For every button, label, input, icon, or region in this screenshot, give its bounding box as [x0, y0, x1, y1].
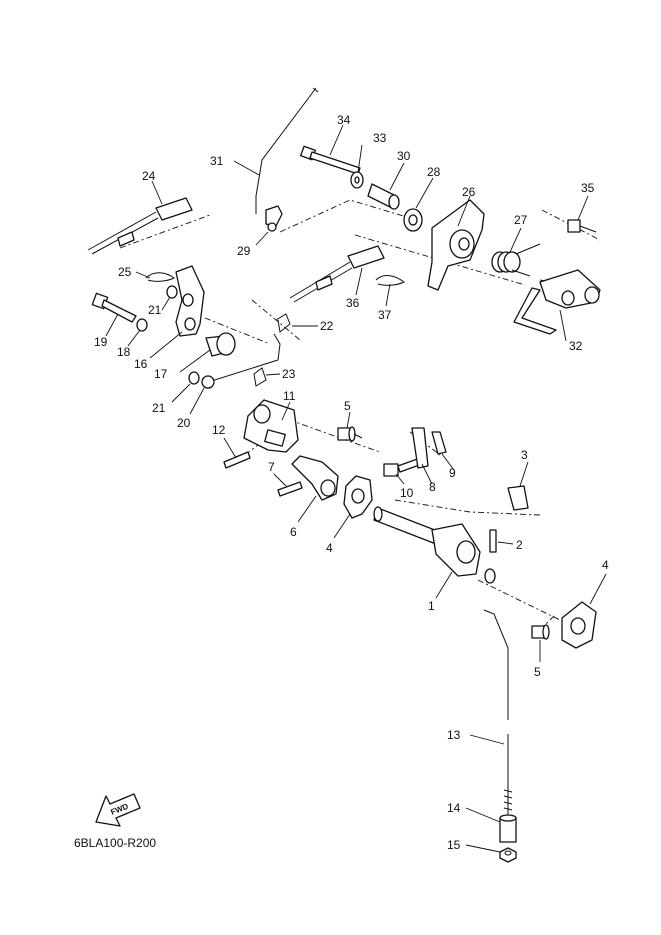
callout-35: 35 [581, 181, 595, 195]
callout-22: 22 [320, 319, 334, 333]
part-7-pin [273, 473, 303, 497]
callout-20: 20 [177, 416, 191, 430]
callout-27: 27 [514, 213, 528, 227]
callout-6: 6 [290, 525, 297, 539]
part-33-washer [350, 144, 364, 189]
part-8-plate [411, 427, 433, 485]
part-35-bolt [567, 195, 597, 233]
callout-7: 7 [268, 460, 275, 474]
callout-9: 9 [449, 466, 456, 480]
callout-31: 31 [210, 154, 224, 168]
part-32-bracket [513, 269, 601, 342]
part-34-bolt [300, 124, 361, 175]
part-28-bushing [403, 177, 434, 232]
part-27-spring [491, 227, 541, 277]
callout-25: 25 [118, 265, 132, 279]
callout-8: 8 [429, 480, 436, 494]
callout-3: 3 [521, 448, 528, 462]
callout-24: 24 [142, 169, 156, 183]
callout-23: 23 [282, 367, 296, 381]
callout-36: 36 [346, 296, 360, 310]
callout-15: 15 [447, 838, 461, 852]
callout-13: 13 [447, 728, 461, 742]
callout-labels: 34 33 30 31 28 24 26 35 27 29 25 21 36 3… [94, 113, 609, 852]
callout-5b: 5 [534, 665, 541, 679]
callout-30: 30 [397, 149, 411, 163]
callout-4a: 4 [326, 541, 333, 555]
callout-34: 34 [337, 113, 351, 127]
fwd-arrow-icon: FWD [95, 793, 141, 827]
callout-5a: 5 [344, 399, 351, 413]
part-12-pin [223, 437, 251, 469]
part-29-joint [255, 205, 283, 246]
callout-37: 37 [378, 308, 392, 322]
part-23-clip [253, 367, 281, 387]
part-9-plate [431, 431, 455, 471]
callout-14: 14 [447, 801, 461, 815]
callout-21b: 21 [152, 401, 166, 415]
callout-4b: 4 [602, 558, 609, 572]
callout-26: 26 [462, 185, 476, 199]
part-1-shift-shaft [373, 506, 496, 599]
callout-17: 17 [154, 367, 168, 381]
part-30-collar [367, 162, 405, 210]
part-4-lever-upper [333, 475, 373, 539]
part-37-clip [375, 275, 405, 307]
callout-28: 28 [427, 165, 441, 179]
part-5-bolt-lower [531, 624, 550, 662]
callout-12: 12 [212, 423, 226, 437]
callout-32: 32 [569, 339, 583, 353]
callout-2: 2 [516, 538, 523, 552]
callout-21a: 21 [148, 303, 162, 317]
part-13-shift-rod [469, 609, 513, 820]
part-21-washer-lower [171, 371, 200, 403]
callout-33: 33 [373, 131, 387, 145]
callout-1: 1 [428, 599, 435, 613]
part-20-link-rod [189, 333, 281, 415]
part-22-clip [275, 313, 318, 333]
part-17-collar [179, 332, 236, 373]
part-19-bolt [91, 292, 137, 337]
part-4-lever-right [561, 573, 607, 649]
part-21-washer-upper [161, 285, 178, 311]
callout-19: 19 [94, 335, 108, 349]
part-31-throttle-rod [233, 87, 319, 214]
drawing-code: 6BLA100-R200 [74, 836, 157, 850]
part-16-lever [149, 265, 205, 359]
part-14-coupling-nut [465, 807, 517, 843]
callout-10: 10 [400, 486, 414, 500]
part-24-cable-end [87, 180, 193, 255]
callout-11: 11 [283, 389, 296, 403]
part-10-bolt [383, 457, 423, 485]
callout-29: 29 [237, 244, 251, 258]
part-11-cam [243, 399, 299, 453]
part-15-nut [465, 844, 517, 863]
part-2-pin [489, 529, 514, 553]
part-5-bolt-upper [337, 411, 363, 442]
part-26-lever [427, 195, 485, 291]
part-25-clip [135, 271, 175, 282]
part-36-cable-end [289, 245, 385, 303]
callout-18: 18 [117, 345, 131, 359]
part-6-joint [291, 455, 339, 523]
part-18-washer [127, 318, 148, 347]
callout-16: 16 [134, 357, 148, 371]
part-3-clamp [507, 461, 529, 511]
